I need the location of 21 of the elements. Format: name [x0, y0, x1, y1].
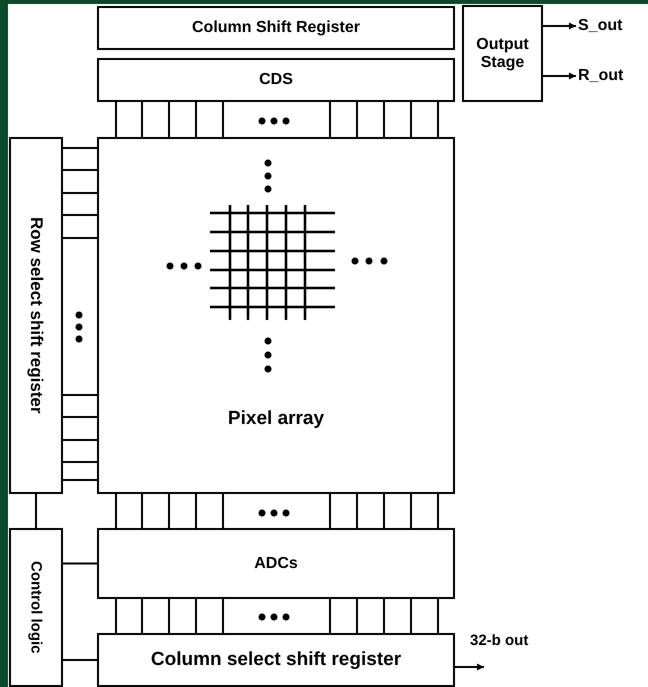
- connection-line: [63, 562, 97, 564]
- connection-line: [63, 659, 97, 661]
- connection-line: [35, 494, 37, 528]
- cds-box: CDS: [97, 58, 455, 102]
- register-box: Column Shift Register: [97, 6, 455, 50]
- output-stage-box: Output Stage: [462, 5, 543, 102]
- arrow: [455, 664, 484, 670]
- row-register-box: Row select shift register: [9, 137, 63, 494]
- pixel-array-box: Pixel array: [97, 137, 455, 494]
- adc-box: ADCs: [97, 528, 455, 599]
- connection-line: [62, 147, 98, 481]
- arrow: [543, 22, 576, 30]
- output-signal-text: S_out: [578, 16, 646, 36]
- output-signal-text: R_out: [578, 66, 646, 86]
- connection-line: [115, 101, 439, 138]
- edge-label: 32-b out: [470, 632, 528, 649]
- control-logic-box: Control logic: [9, 528, 63, 687]
- arrow: [543, 72, 576, 80]
- connection-line: [115, 598, 439, 634]
- connection-line: [115, 493, 439, 529]
- register-box: Column select shift register: [97, 633, 455, 687]
